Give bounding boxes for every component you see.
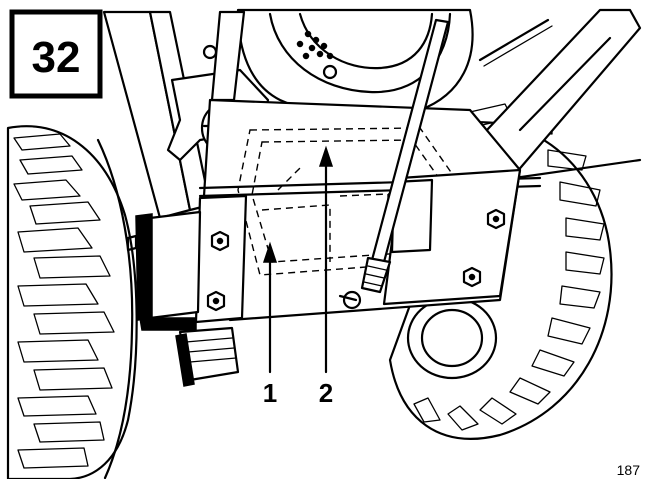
right-handle bbox=[468, 8, 642, 182]
page-reference: 187 bbox=[617, 462, 641, 478]
left-bracket bbox=[126, 194, 248, 331]
bolt-icon bbox=[486, 208, 506, 230]
control-rod bbox=[338, 18, 450, 310]
foot-pedal bbox=[175, 326, 240, 387]
figure-number-box: 32 bbox=[9, 9, 103, 99]
bolt-icon bbox=[462, 266, 482, 288]
right-bracket bbox=[382, 168, 522, 306]
bolt-icon bbox=[206, 290, 226, 312]
callout-pointer-2 bbox=[318, 145, 334, 374]
bolt-icon bbox=[210, 230, 230, 252]
callout-label-2: 2 bbox=[319, 378, 333, 408]
figure-number: 32 bbox=[32, 33, 81, 82]
left-tire bbox=[6, 125, 138, 479]
callout-label-1: 1 bbox=[263, 378, 277, 408]
pulley-housing bbox=[202, 8, 553, 120]
callout-pointer-1 bbox=[262, 241, 278, 374]
